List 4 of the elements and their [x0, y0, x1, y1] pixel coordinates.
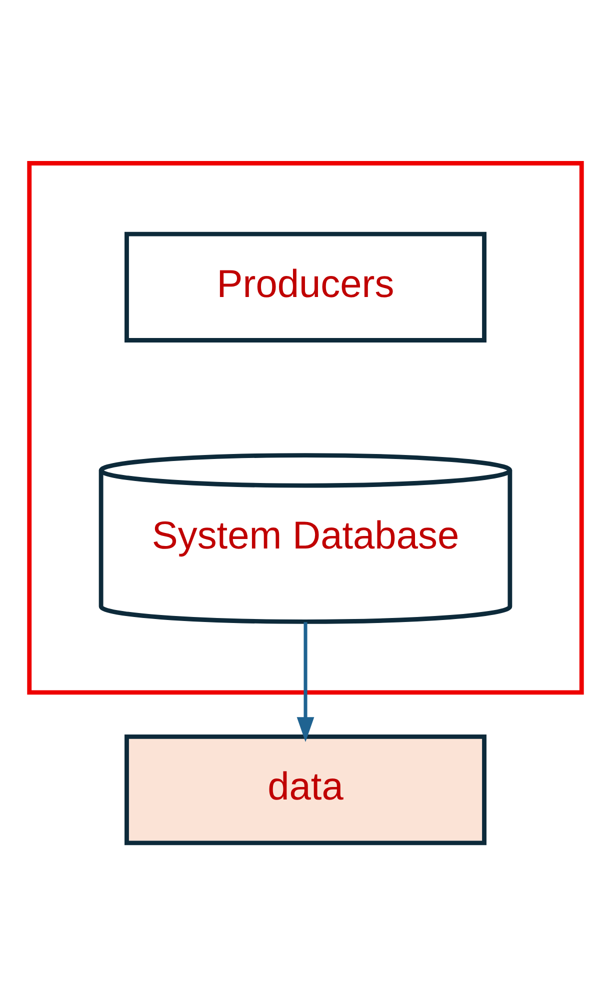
node-box: Producers — [124, 231, 486, 342]
node-box: data — [124, 734, 486, 845]
arrow — [296, 622, 314, 742]
cluster — [27, 160, 584, 694]
